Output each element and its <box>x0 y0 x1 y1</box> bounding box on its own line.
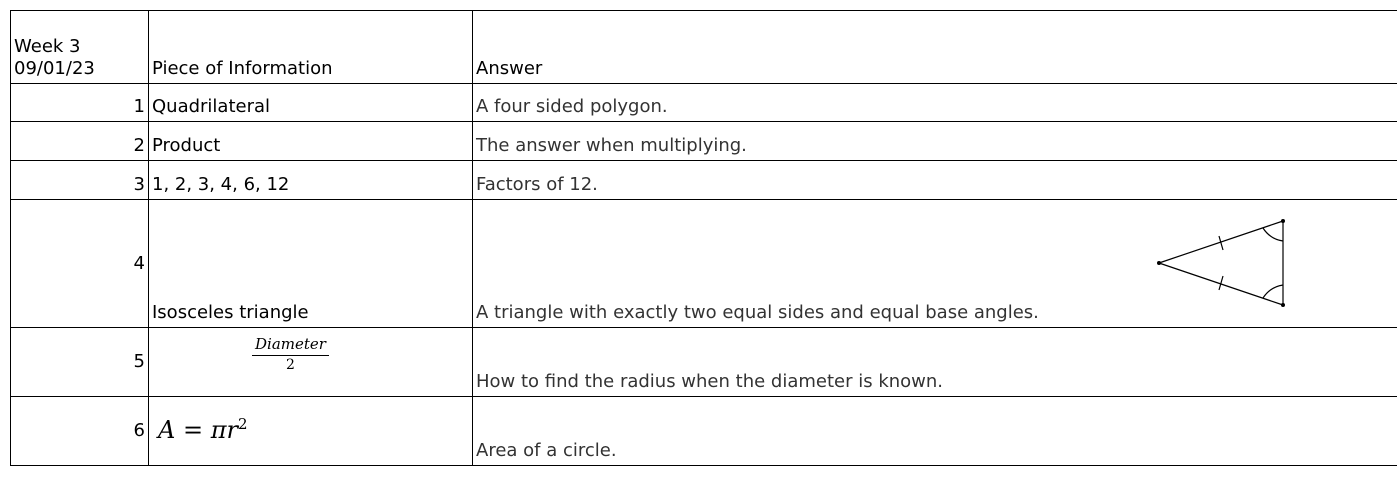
week-label: Week 3 <box>14 36 81 57</box>
info-text: Isosceles triangle <box>152 302 309 323</box>
formula-operator: = <box>175 416 211 444</box>
info-text: Quadrilateral <box>152 96 271 117</box>
table-row: 1 Quadrilateral A four sided polygon. <box>10 83 1397 122</box>
row-number-cell[interactable]: 2 <box>10 121 149 161</box>
formula-lhs: A <box>158 416 176 444</box>
fraction-formula: Diameter 2 <box>252 336 329 374</box>
header-answer[interactable]: Answer <box>472 10 1397 84</box>
header-info[interactable]: Piece of Information <box>148 10 473 84</box>
table-row: 3 1, 2, 3, 4, 6, 12 Factors of 12. <box>10 160 1397 200</box>
row-number: 1 <box>133 96 145 117</box>
row-number: 2 <box>133 135 145 156</box>
row-number-cell[interactable]: 4 <box>10 199 149 328</box>
date-label: 09/01/23 <box>14 58 95 79</box>
answer-cell[interactable]: The answer when multiplying. <box>472 121 1397 161</box>
row-number-cell[interactable]: 6 <box>10 396 149 466</box>
row-number-cell[interactable]: 1 <box>10 83 149 122</box>
isosceles-triangle-icon <box>1157 219 1285 307</box>
vocab-table: Week 3 09/01/23 Piece of Information Ans… <box>10 10 1397 466</box>
info-cell[interactable]: Product <box>148 121 473 161</box>
row-number: 5 <box>133 351 145 372</box>
info-cell[interactable]: A = πr2 <box>148 396 473 466</box>
info-text: Product <box>152 135 221 156</box>
info-cell[interactable]: Diameter 2 <box>148 327 473 397</box>
answer-cell[interactable]: A four sided polygon. <box>472 83 1397 122</box>
answer-cell[interactable]: A triangle with exactly two equal sides … <box>472 199 1397 328</box>
answer-text: Area of a circle. <box>476 440 617 461</box>
fraction-denominator: 2 <box>286 357 295 373</box>
answer-text: A triangle with exactly two equal sides … <box>476 302 1039 323</box>
table-row: 5 Diameter 2 How to find the radius when… <box>10 327 1397 397</box>
answer-cell[interactable]: Factors of 12. <box>472 160 1397 200</box>
formula-rhs: πr <box>210 416 238 444</box>
info-cell[interactable]: 1, 2, 3, 4, 6, 12 <box>148 160 473 200</box>
cell-week-date[interactable]: Week 3 09/01/23 <box>10 10 149 84</box>
table-row: 4 Isosceles triangle A triangle with exa… <box>10 199 1397 328</box>
row-number-cell[interactable]: 3 <box>10 160 149 200</box>
answer-text: A four sided polygon. <box>476 96 668 117</box>
row-number-cell[interactable]: 5 <box>10 327 149 397</box>
fraction-numerator: Diameter <box>252 336 329 356</box>
info-cell[interactable]: Quadrilateral <box>148 83 473 122</box>
row-number: 4 <box>133 252 145 274</box>
row-number: 6 <box>133 420 145 441</box>
row-number: 3 <box>133 174 145 195</box>
header-info-label: Piece of Information <box>152 58 333 79</box>
header-answer-label: Answer <box>476 58 543 79</box>
formula-exponent: 2 <box>237 415 248 433</box>
answer-text: How to find the radius when the diameter… <box>476 371 944 392</box>
area-formula: A = πr2 <box>158 410 248 444</box>
answer-cell[interactable]: Area of a circle. <box>472 396 1397 466</box>
info-cell[interactable]: Isosceles triangle <box>148 199 473 328</box>
table-row: 6 A = πr2 Area of a circle. <box>10 396 1397 466</box>
info-text: 1, 2, 3, 4, 6, 12 <box>152 174 290 195</box>
table-row: 2 Product The answer when multiplying. <box>10 121 1397 161</box>
answer-text: Factors of 12. <box>476 174 598 195</box>
header-row: Week 3 09/01/23 Piece of Information Ans… <box>10 10 1397 84</box>
answer-cell[interactable]: How to find the radius when the diameter… <box>472 327 1397 397</box>
answer-text: The answer when multiplying. <box>476 135 747 156</box>
